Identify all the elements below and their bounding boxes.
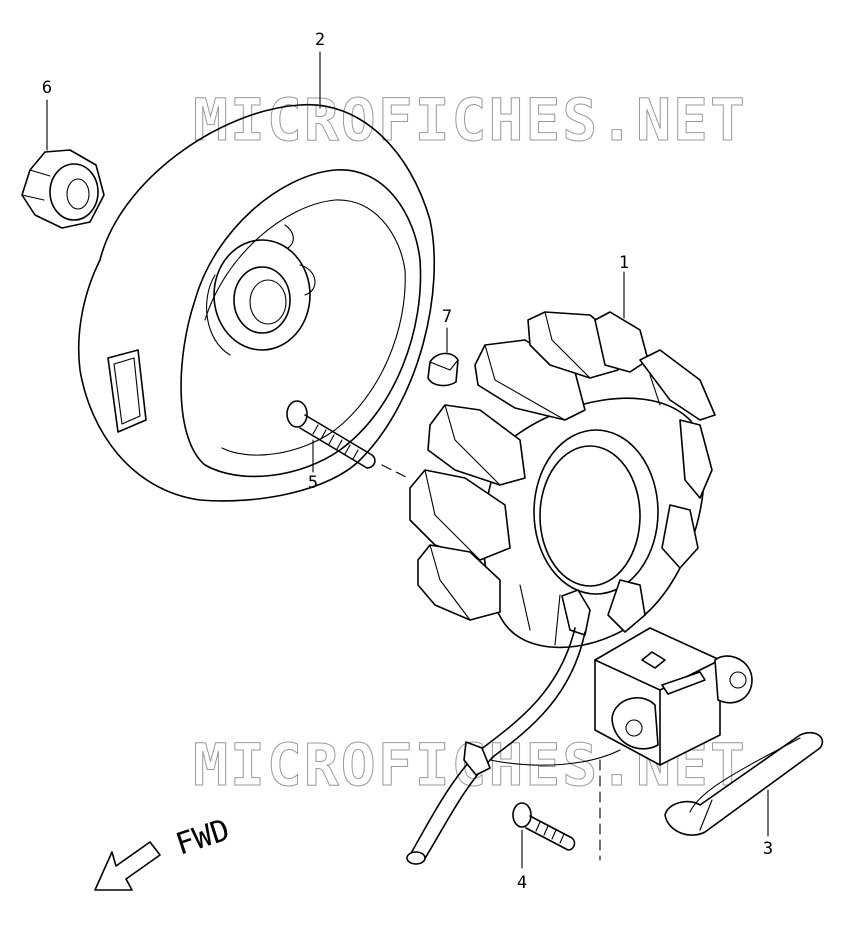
callout-6: 6: [42, 78, 52, 98]
part-4-screw: [512, 802, 576, 851]
part-6-nut: [21, 149, 105, 229]
wire-harness: [406, 627, 621, 865]
part-3-protector: [664, 731, 824, 836]
callout-7: 7: [442, 307, 452, 327]
callout-2: 2: [315, 30, 325, 50]
part-5-bolt: [286, 400, 376, 469]
watermark-top: MICROFICHES.NET: [193, 86, 747, 154]
fwd-label: FWD: [172, 813, 234, 863]
part-2-flywheel-rotor: [77, 103, 436, 502]
part-1-stator: [409, 311, 716, 649]
callout-3: 3: [763, 839, 773, 859]
callout-1: 1: [619, 253, 629, 273]
centerline-5: [381, 464, 409, 479]
pulser-coil: [594, 627, 753, 766]
callout-5: 5: [308, 473, 318, 493]
callout-4: 4: [517, 873, 527, 893]
part-7-key: [427, 352, 459, 387]
fwd-arrow-icon: [94, 841, 161, 891]
